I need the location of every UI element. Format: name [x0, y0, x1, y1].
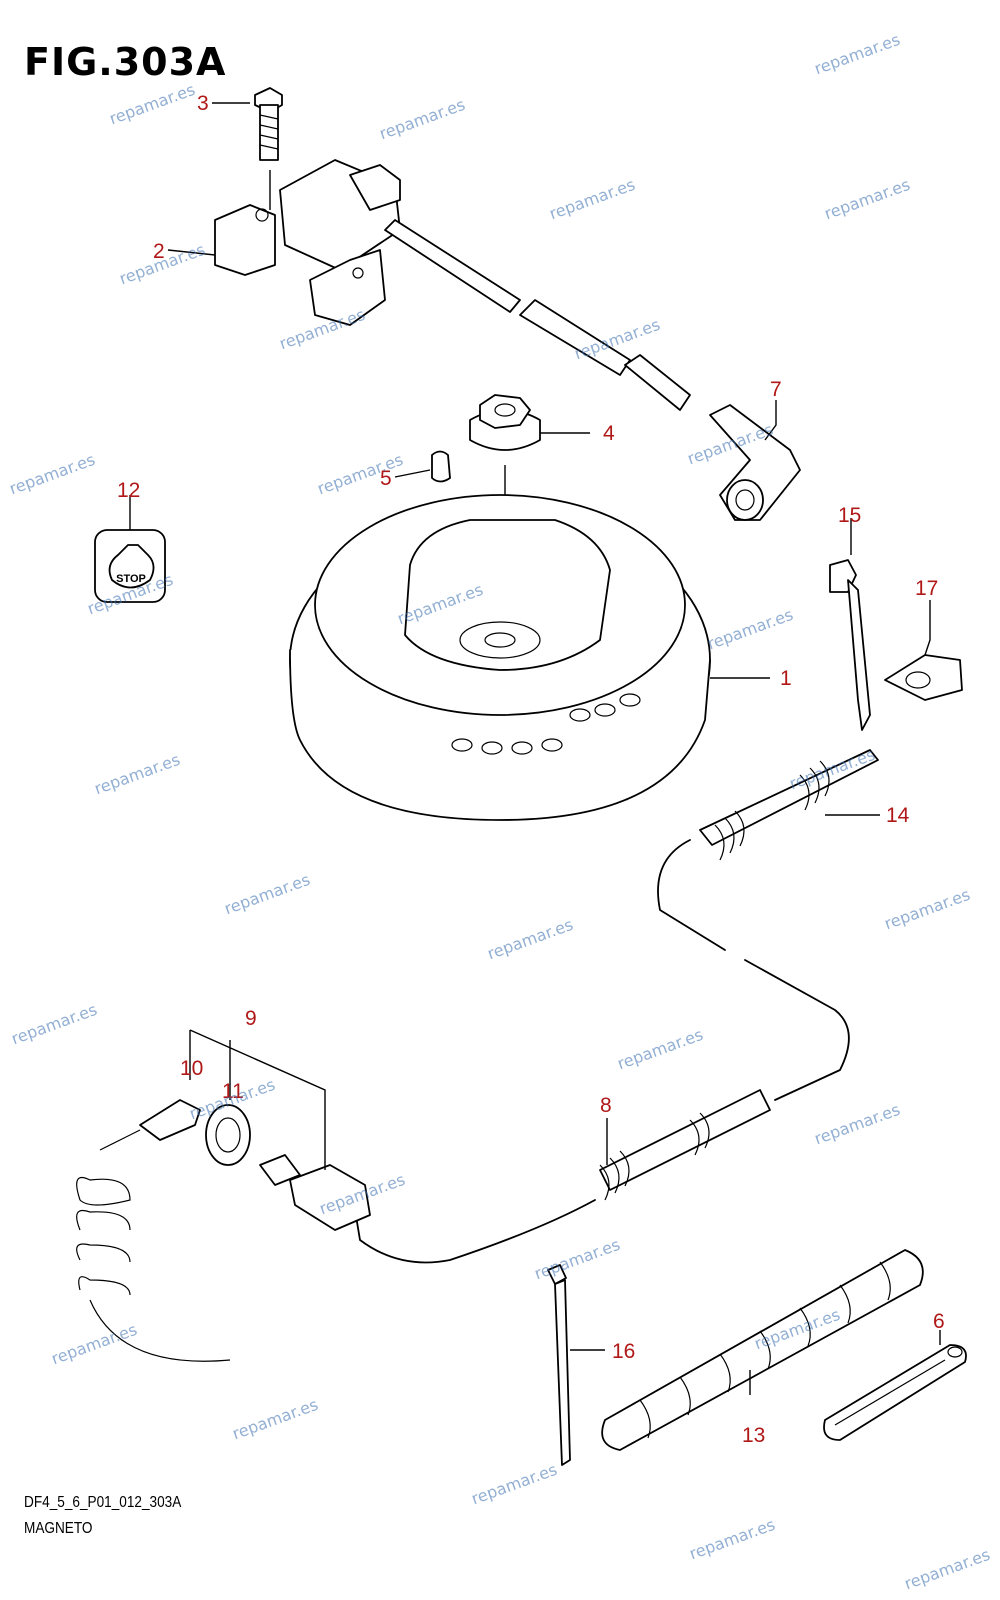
callout-7: 7: [770, 378, 782, 401]
coil-springs: [599, 760, 830, 1201]
callout-17: 17: [915, 577, 938, 600]
callout-4: 4: [603, 422, 615, 445]
protector-sleeve: [601, 1249, 924, 1451]
figure-name: MAGNETO: [24, 1520, 93, 1537]
ignition-coil: [214, 87, 691, 411]
stop-switch: STOP: [94, 529, 166, 603]
stop-label: STOP: [116, 573, 146, 585]
cable-tie: [547, 1264, 571, 1466]
mounting-plate: [884, 654, 963, 701]
figure-code: DF4_5_6_P01_012_303A: [24, 1494, 182, 1511]
callout-14: 14: [886, 804, 910, 827]
clip-band: [823, 1344, 967, 1441]
callout-1: 1: [780, 667, 792, 690]
callout-12: 12: [117, 479, 140, 502]
callout-15: 15: [838, 504, 861, 527]
flywheel: [289, 494, 711, 821]
woodruff-key: [431, 450, 451, 483]
wire-clamp: [829, 559, 871, 731]
callout-8: 8: [600, 1094, 612, 1117]
callouts: 1 2 3 4 5 6 7 8 9 10 11 12 13 14 15 16 1…: [117, 92, 945, 1447]
callout-5: 5: [380, 467, 392, 490]
callout-13: 13: [742, 1424, 765, 1447]
callout-6: 6: [933, 1310, 945, 1333]
callout-16: 16: [612, 1340, 635, 1363]
callout-10: 10: [180, 1057, 203, 1080]
callout-9: 9: [245, 1007, 257, 1030]
stop-wire: [354, 749, 879, 1264]
figure-title: FIG.303A: [24, 40, 227, 84]
flywheel-nut: [469, 394, 541, 451]
wire-connector: [76, 1099, 371, 1362]
plug-cap: [709, 404, 801, 521]
callout-11: 11: [222, 1080, 244, 1103]
callout-2: 2: [153, 240, 165, 263]
leader-lines: [129, 102, 941, 1395]
callout-3: 3: [197, 92, 209, 115]
